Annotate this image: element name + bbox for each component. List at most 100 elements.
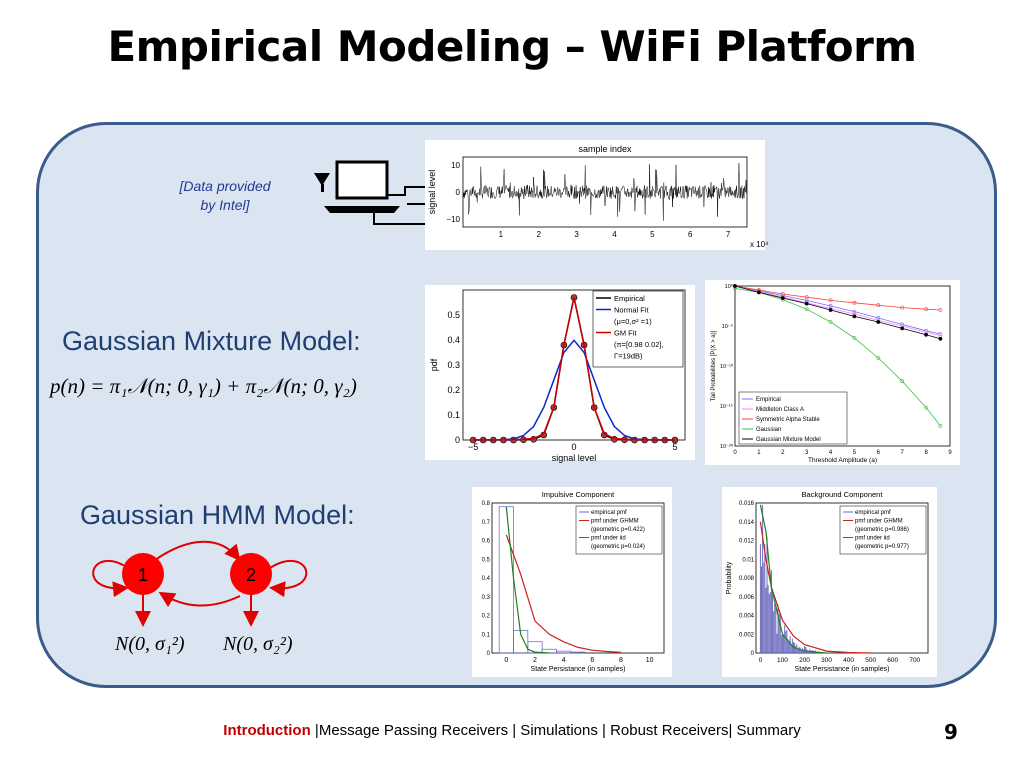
x-tick-label: 3	[805, 450, 809, 456]
x-tick-label: 400	[843, 657, 854, 664]
series-line	[505, 506, 550, 654]
legend-entry: GM Fit	[614, 329, 637, 338]
bar	[527, 641, 543, 654]
y-tick-label: 10⁻¹⁰	[720, 363, 734, 370]
x-tick-label: 7	[726, 230, 731, 239]
x-tick-label: 0	[504, 657, 508, 664]
data-point	[900, 379, 905, 384]
y-tick-label: 0.004	[739, 614, 755, 620]
footer-active-section[interactable]: Introduction	[223, 722, 311, 739]
x-tick-label: 4	[562, 657, 566, 664]
y-tick-label: 0.006	[739, 595, 755, 601]
gmm-heading: Gaussian Mixture Model:	[62, 326, 361, 356]
chart-title: Impulsive Component	[542, 490, 615, 499]
hmm-state-1	[122, 553, 164, 595]
y-tick-label: 10⁻⁵	[722, 323, 733, 330]
x-exponent-label: x 10⁴	[750, 240, 769, 249]
data-point	[852, 336, 857, 340]
hmm-emission-1: N(0, σ₁²)	[115, 633, 185, 655]
y-tick-label: 0.8	[482, 501, 491, 507]
x-tick-label: 500	[865, 657, 876, 664]
hmm-state-1-label: 1	[138, 565, 148, 585]
series-line	[505, 534, 622, 653]
data-point	[924, 332, 929, 337]
x-tick-label: 8	[619, 657, 623, 664]
antenna-icon	[314, 173, 330, 192]
x-tick-label: 0	[759, 657, 763, 664]
y-tick-label: 0	[487, 651, 491, 657]
y-tick-label: 10	[451, 161, 460, 170]
y-tick-label: 0.014	[739, 520, 755, 526]
x-tick-label: 6	[877, 450, 881, 456]
footer-nav: Introduction |Message Passing Receivers …	[0, 722, 1024, 739]
y-tick-label: 0.6	[482, 539, 491, 545]
legend-entry: Symmetric Alpha Stable	[756, 417, 820, 423]
y-tick-label: 0	[455, 435, 460, 445]
series-line	[734, 285, 941, 311]
data-point	[780, 292, 785, 296]
laptop-icon	[324, 160, 436, 225]
y-tick-label: 0.3	[482, 595, 491, 601]
legend-entry: empirical pmf	[591, 510, 627, 516]
y-tick-label: 0.1	[482, 632, 491, 638]
credit-line-2: by Intel]	[200, 197, 250, 213]
legend-box	[738, 391, 848, 445]
series-line	[734, 285, 941, 335]
data-point	[804, 307, 809, 312]
y-tick-label: 0	[456, 188, 461, 197]
x-tick-label: 300	[821, 657, 832, 664]
x-tick-label: 0	[571, 442, 576, 452]
y-tick-label: 10⁰	[725, 283, 734, 290]
x-tick-label: 2	[537, 230, 542, 239]
data-point	[852, 300, 857, 305]
y-axis-label: signal level	[427, 170, 437, 215]
x-axis-label: State Persistance (in samples)	[795, 666, 890, 673]
data-point	[828, 320, 833, 324]
x-tick-label: 9	[948, 450, 952, 456]
footer-sections[interactable]: |Message Passing Receivers | Simulations…	[310, 722, 801, 739]
series-line	[473, 297, 675, 441]
y-tick-label: 0.002	[739, 632, 755, 638]
data-credit: [Data provided by Intel]	[160, 177, 290, 215]
series-line	[759, 504, 827, 654]
x-tick-label: 1	[499, 230, 504, 239]
y-tick-label: 0.5	[447, 310, 460, 320]
x-tick-label: 0	[733, 450, 737, 456]
legend-entry: pmf under GHMM	[591, 519, 639, 525]
y-tick-label: 0.1	[447, 410, 460, 420]
data-point	[938, 332, 943, 336]
data-point	[828, 308, 833, 312]
y-tick-label: 10⁻¹⁵	[720, 403, 733, 410]
x-tick-label: 8	[924, 450, 928, 456]
slide-title: Empirical Modeling – WiFi Platform	[107, 22, 917, 71]
legend-entry: Middleton Class A	[756, 407, 804, 413]
data-point	[828, 304, 833, 308]
legend-box	[839, 505, 927, 555]
legend-box	[575, 505, 663, 555]
legend-entry: pmf under GHMM	[855, 519, 903, 525]
data-point	[876, 356, 881, 360]
data-point	[828, 298, 833, 303]
page-number: 9	[944, 720, 958, 744]
x-tick-label: 2	[533, 657, 537, 664]
x-axis-label: State Persistance (in samples)	[531, 666, 626, 673]
series-line	[473, 339, 675, 441]
hmm-emission-2: N(0, σ₂²)	[223, 633, 293, 655]
chart-title: sample index	[578, 144, 632, 154]
legend-entry: (geometric p=0.024)	[591, 544, 645, 550]
legend-entry: Gaussian Mixture Model	[756, 437, 821, 443]
hmm-state-diagram: 1 2	[92, 540, 308, 627]
data-point	[938, 308, 943, 312]
y-axis-label: pdf	[429, 358, 439, 371]
x-tick-label: 1	[757, 450, 761, 456]
legend-entry: (geometric p=0.422)	[591, 527, 645, 533]
legend-entry: Gaussian	[756, 427, 781, 433]
y-tick-label: 0.5	[482, 557, 491, 563]
hmm-heading: Gaussian HMM Model:	[80, 500, 355, 530]
x-tick-label: 600	[887, 657, 898, 664]
x-axis-label: Threshold Amplitude (a)	[808, 457, 877, 464]
data-point	[876, 303, 881, 308]
